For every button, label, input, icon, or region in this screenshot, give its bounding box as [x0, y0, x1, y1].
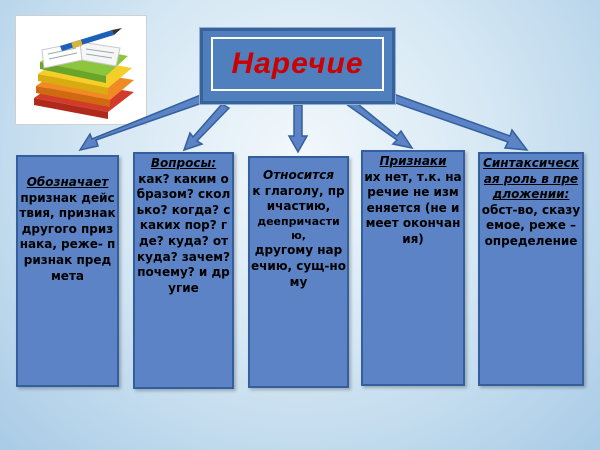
arrow-to-card-4 — [344, 99, 414, 150]
title-box: Наречие — [200, 28, 395, 104]
card-questions-lead: Вопросы: — [150, 156, 217, 170]
arrow-to-card-1 — [78, 93, 210, 152]
arrow-to-card-2 — [182, 103, 231, 152]
card-relates-lead: Относится — [263, 168, 334, 182]
books-illustration — [15, 15, 147, 125]
card-syntax-body: обст-во, сказуемое, реже – определение — [481, 202, 581, 248]
card-questions-body: как? каким образом? сколько? когда? с ка… — [136, 171, 231, 295]
card-relates-body-3: другому наречию, сущ-ному — [251, 243, 346, 289]
arrow-to-card-3 — [287, 104, 309, 154]
card-syntax: Синтаксическая роль в предложении: обст-… — [478, 152, 584, 386]
card-features: Признаки их нет, т.к. наречие не изменяе… — [361, 150, 465, 386]
card-relates: Относится к глаголу, причастию, дееприча… — [248, 156, 349, 388]
card-relates-body-2: деепричастию, — [257, 214, 340, 243]
card-syntax-lead: Синтаксическая роль в предложении: — [483, 156, 579, 202]
card-features-body: их нет, т.к. наречие не изменяется (не и… — [364, 169, 462, 246]
card-questions: Вопросы: как? каким образом? сколько? ко… — [133, 152, 234, 389]
card-features-lead: Признаки — [379, 154, 447, 168]
title-inner-frame — [211, 37, 384, 91]
books-stack-with-pen-icon — [34, 28, 134, 119]
page-title: Наречие — [231, 47, 364, 80]
card-meaning: Обозначает признак действия, признак дру… — [16, 155, 119, 387]
card-meaning-lead: Обозначает — [26, 175, 109, 189]
card-relates-body-1: к глаголу, причастию, — [252, 183, 345, 214]
arrow-to-card-5 — [385, 92, 529, 151]
card-meaning-body: признак действия, признак другого призна… — [19, 190, 116, 283]
